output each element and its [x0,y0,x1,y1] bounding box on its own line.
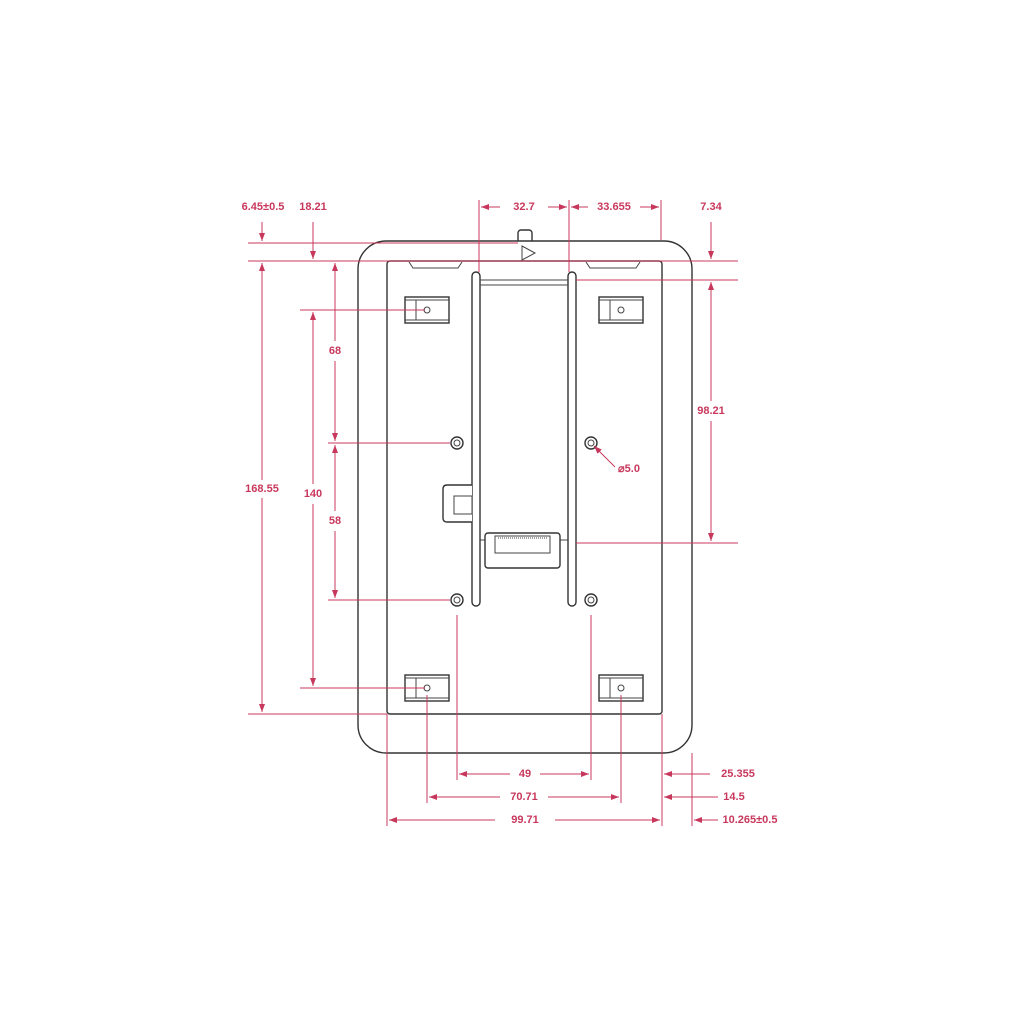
dim-hole-upper: 68 [329,345,341,357]
dim-rail-to-edge: 33.655 [597,201,631,213]
dim-top-offset-tolerance: 6.45±0.5 [242,201,285,213]
dim-board-width: 99.71 [511,814,539,826]
dim-hole-diameter: ⌀5.0 [618,463,640,475]
dim-top-to-mount: 18.21 [299,201,327,213]
dim-rail-height: 98.21 [697,405,725,417]
dim-right-top-offset: 7.34 [700,201,722,213]
dim-hole-lower: 58 [329,515,341,527]
board-area [386,260,663,715]
dim-hole-spacing: 49 [519,768,531,780]
rail-right [567,271,577,607]
slot-left [408,261,463,269]
ribbon-connector [484,532,561,569]
dim-right-hole-offset: 25.355 [721,768,755,780]
dim-right-mount-offset: 14.5 [723,791,744,803]
rail-left [471,271,481,607]
orientation-arrow-icon [521,245,537,261]
side-connector-housing [442,484,472,523]
enclosure-outline [357,229,693,754]
mount-holes [450,436,598,607]
side-connector [453,495,473,515]
dim-mount-spacing: 70.71 [510,791,538,803]
slot-right [585,261,641,269]
dimension-labels: 6.45±0.5 18.21 32.7 33.655 7.34 168.55 1… [242,201,778,826]
dim-rail-spacing: 32.7 [513,201,534,213]
dim-overall-height: 168.55 [245,483,279,495]
dim-mount-vertical: 140 [304,488,322,500]
dimension-lines [248,200,738,826]
dim-right-edge-tolerance: 10.265±0.5 [723,814,778,826]
standoff-top-right [598,296,644,324]
